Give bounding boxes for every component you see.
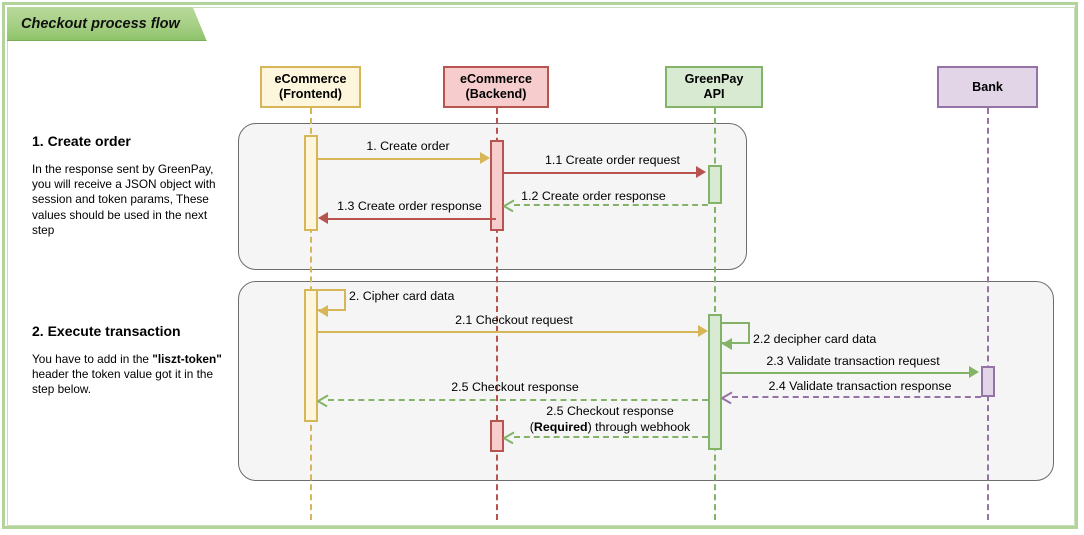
message-line-m1-1	[504, 172, 698, 174]
message-label-m1-2: 1.2 Create order response	[521, 189, 666, 203]
activation-frontend-2	[304, 289, 318, 422]
participant-frontend-line2: (Frontend)	[279, 87, 342, 101]
message-label-m2-4: 2.4 Validate transaction response	[768, 379, 952, 393]
message-label-m1-1: 1.1 Create order request	[545, 153, 680, 167]
participant-backend-line1: eCommerce	[459, 72, 533, 86]
participant-backend-line2: (Backend)	[465, 87, 527, 101]
webhook-required-bold: Required	[533, 420, 588, 434]
activation-greenpay-2	[708, 314, 722, 450]
message-line-m1-3	[328, 218, 496, 220]
activation-frontend-1	[304, 135, 318, 231]
lifeline-backend	[496, 108, 498, 520]
diagram-frame-outer	[2, 2, 1078, 529]
participant-backend[interactable]: eCommerce (Backend)	[443, 66, 549, 108]
section-note-create-order: 1. Create order In the response sent by …	[32, 133, 232, 238]
desc-bold-token: "liszt-token"	[152, 352, 222, 366]
participant-frontend-line1: eCommerce	[274, 72, 347, 86]
section-heading-create-order: 1. Create order	[32, 133, 131, 149]
message-label-m2-1: 2.1 Checkout request	[455, 313, 573, 327]
message-arrowhead-m1	[480, 152, 490, 164]
message-arrowhead-m2-2	[722, 338, 732, 350]
fragment-execute-transaction	[238, 281, 1054, 481]
section-note-execute-transaction: 2. Execute transaction You have to add i…	[32, 323, 232, 398]
message-label-m2-3: 2.3 Validate transaction request	[766, 354, 940, 368]
participant-greenpay-line1: GreenPay	[684, 72, 744, 86]
activation-backend-2	[490, 420, 504, 452]
message-label-m1-3: 1.3 Create order response	[337, 199, 482, 213]
participant-bank[interactable]: Bank	[937, 66, 1038, 108]
message-arrowhead-m2-3	[969, 366, 979, 378]
diagram-title-tab: Checkout process flow	[7, 7, 207, 41]
message-line-m2-5	[328, 399, 708, 401]
activation-bank-1	[981, 366, 995, 397]
section-description-create-order: In the response sent by GreenPay, you wi…	[32, 162, 216, 237]
participant-frontend[interactable]: eCommerce (Frontend)	[260, 66, 361, 108]
message-line-m1	[318, 158, 482, 160]
message-label-m1: 1. Create order	[366, 139, 450, 153]
message-arrowhead-m2-1	[698, 325, 708, 337]
message-loop-m2-2	[722, 322, 750, 344]
message-label-m2-5: 2.5 Checkout response	[451, 380, 579, 394]
lifeline-bank	[987, 108, 989, 520]
message-line-m2-4	[732, 396, 981, 398]
message-line-m1-2	[514, 204, 708, 206]
webhook-paren-open: (	[529, 420, 534, 434]
participant-greenpay[interactable]: GreenPay API	[665, 66, 763, 108]
message-line-m2-5b	[514, 436, 708, 438]
message-label-m2-5b-line2: (Required) through webhook	[512, 420, 708, 434]
message-label-m2-5b-line1: 2.5 Checkout response	[546, 404, 674, 418]
message-loop-m2	[318, 289, 346, 311]
message-line-m2-3	[722, 372, 971, 374]
activation-greenpay-1	[708, 165, 722, 204]
participant-greenpay-line2: API	[703, 87, 725, 101]
webhook-paren-rest: ) through webhook	[587, 420, 691, 434]
message-line-m2-1	[318, 331, 700, 333]
message-arrowhead-m2	[318, 305, 328, 317]
section-heading-execute-transaction: 2. Execute transaction	[32, 323, 181, 339]
desc-pre: You have to add in the	[32, 352, 153, 366]
desc-post: header the token value got it in the ste…	[32, 367, 214, 397]
diagram-frame-inner	[7, 7, 1075, 526]
activation-backend-1	[490, 140, 504, 231]
message-label-m2-2: 2.2 decipher card data	[753, 332, 877, 346]
section-description-execute-transaction: You have to add in the "liszt-token" hea…	[32, 352, 232, 398]
message-label-m2: 2. Cipher card data	[349, 289, 455, 303]
message-arrowhead-m1-3	[318, 212, 328, 224]
participant-bank-line1: Bank	[972, 79, 1003, 94]
message-arrowhead-m1-1	[696, 166, 706, 178]
